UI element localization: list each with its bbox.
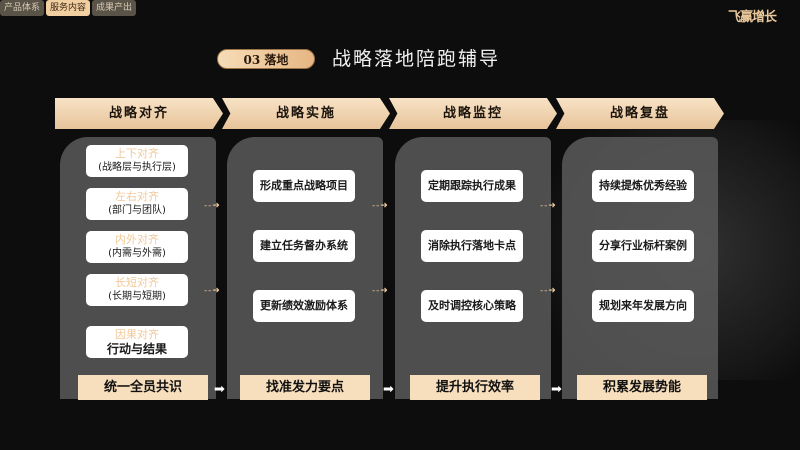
review-item: 分享行业标杆案例 (592, 230, 694, 262)
align-item: 左右对齐 (部门与团队) (86, 188, 188, 220)
dashed-arrow-icon: - - ➜ (204, 286, 220, 296)
column-header-review: 战略复盘 (556, 98, 724, 129)
tab-service-content[interactable]: 服务内容 (46, 0, 91, 16)
footer-label: 积累发展势能 (577, 375, 707, 400)
footer-label: 统一全员共识 (78, 375, 208, 400)
nav-tabs: 产品体系 服务内容 成果产出 (0, 0, 137, 16)
page-title: 战略落地陪跑辅导 (332, 48, 501, 70)
brand-logo: 飞赢增长 (728, 10, 777, 25)
implement-item: 建立任务督办系统 (253, 230, 355, 262)
item-title: 上下对齐 (115, 147, 159, 160)
review-item: 规划来年发展方向 (592, 290, 694, 322)
align-item: 上下对齐 (战略层与执行层) (86, 145, 188, 177)
dashed-arrow-icon: - - ➜ (540, 201, 556, 211)
item-title: 长短对齐 (115, 276, 159, 289)
footer-label: 提升执行效率 (410, 375, 540, 400)
review-item: 持续提炼优秀经验 (592, 170, 694, 202)
tab-results[interactable]: 成果产出 (92, 0, 137, 16)
column-header-align: 战略对齐 (55, 98, 223, 129)
item-subtitle: (内需与外需) (108, 248, 166, 259)
item-subtitle: (部门与团队) (108, 205, 166, 216)
column-header-monitor: 战略监控 (389, 98, 557, 129)
monitor-item: 及时调控核心策略 (421, 290, 523, 322)
tab-product-system[interactable]: 产品体系 (0, 0, 45, 16)
align-item: 长短对齐 (长期与短期) (86, 274, 188, 306)
item-title: 内外对齐 (115, 233, 159, 246)
arrow-right-icon: ➡ (383, 382, 394, 397)
dashed-arrow-icon: - - ➜ (540, 286, 556, 296)
dashed-arrow-icon: - - ➜ (372, 286, 388, 296)
align-item: 因果对齐行动与结果 (86, 326, 188, 358)
item-title: 因果对齐 (115, 328, 159, 341)
footer-label: 找准发力要点 (240, 375, 370, 400)
column-header-implement: 战略实施 (222, 98, 390, 129)
item-subtitle: (长期与短期) (108, 291, 166, 302)
monitor-item: 定期跟踪执行成果 (421, 170, 523, 202)
item-title: 左右对齐 (115, 190, 159, 203)
item-subtitle: 行动与结果 (106, 342, 167, 356)
implement-item: 形成重点战略项目 (253, 170, 355, 202)
dashed-arrow-icon: - - ➜ (204, 201, 220, 211)
dashed-arrow-icon: - - ➜ (372, 201, 388, 211)
arrow-right-icon: ➡ (551, 382, 562, 397)
align-item: 内外对齐 (内需与外需) (86, 231, 188, 263)
section-badge: 03 落地 (217, 49, 315, 69)
implement-item: 更新绩效激励体系 (253, 290, 355, 322)
arrow-right-icon: ➡ (214, 382, 225, 397)
monitor-item: 消除执行落地卡点 (421, 230, 523, 262)
item-subtitle: (战略层与执行层) (98, 162, 176, 173)
